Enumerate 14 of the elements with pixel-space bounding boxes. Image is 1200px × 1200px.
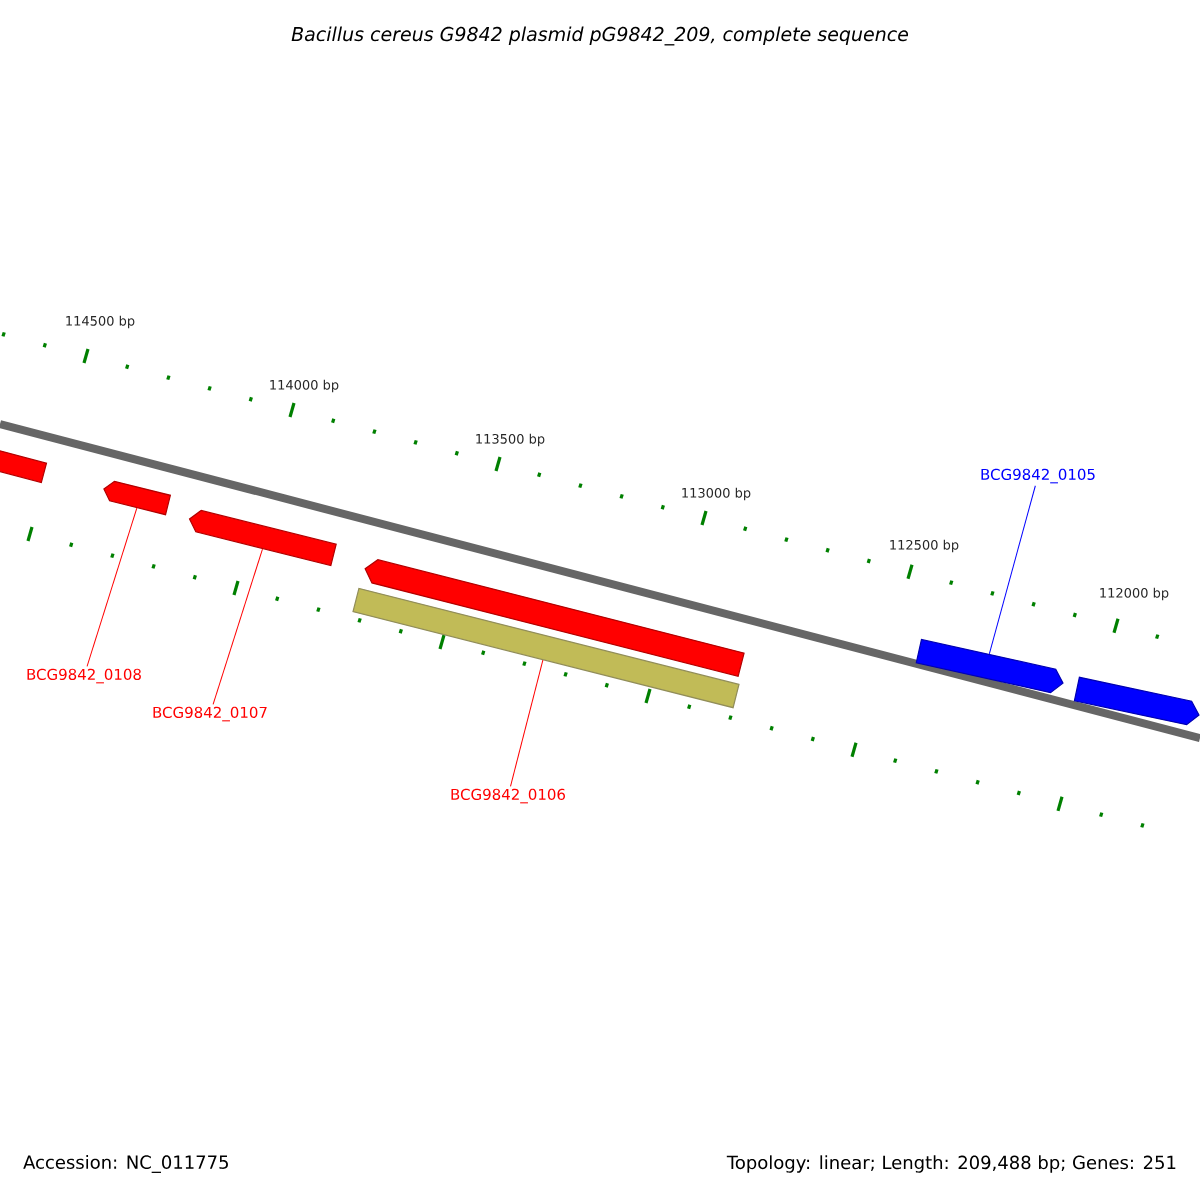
- gene-feature: [364, 559, 745, 678]
- gene-feature: [188, 509, 337, 567]
- gene-feature: [0, 448, 48, 484]
- title: Bacillus cereus G9842 plasmid pG9842_209, complete sequence: [291, 26, 909, 46]
- leader-line: [988, 485, 1036, 655]
- gene-feature: [352, 587, 740, 709]
- gene-feature: [1073, 676, 1200, 726]
- gene-feature: [915, 638, 1064, 694]
- gene-feature: [103, 480, 172, 516]
- footer-text: Topology: linear; Length: 209,488 bp; Genes: 251: [726, 1155, 1176, 1173]
- leader-line: [510, 659, 544, 787]
- leader-line: [86, 507, 138, 667]
- footer-text: Accession: NC_011775: [23, 1155, 228, 1173]
- leader-line: [212, 548, 263, 705]
